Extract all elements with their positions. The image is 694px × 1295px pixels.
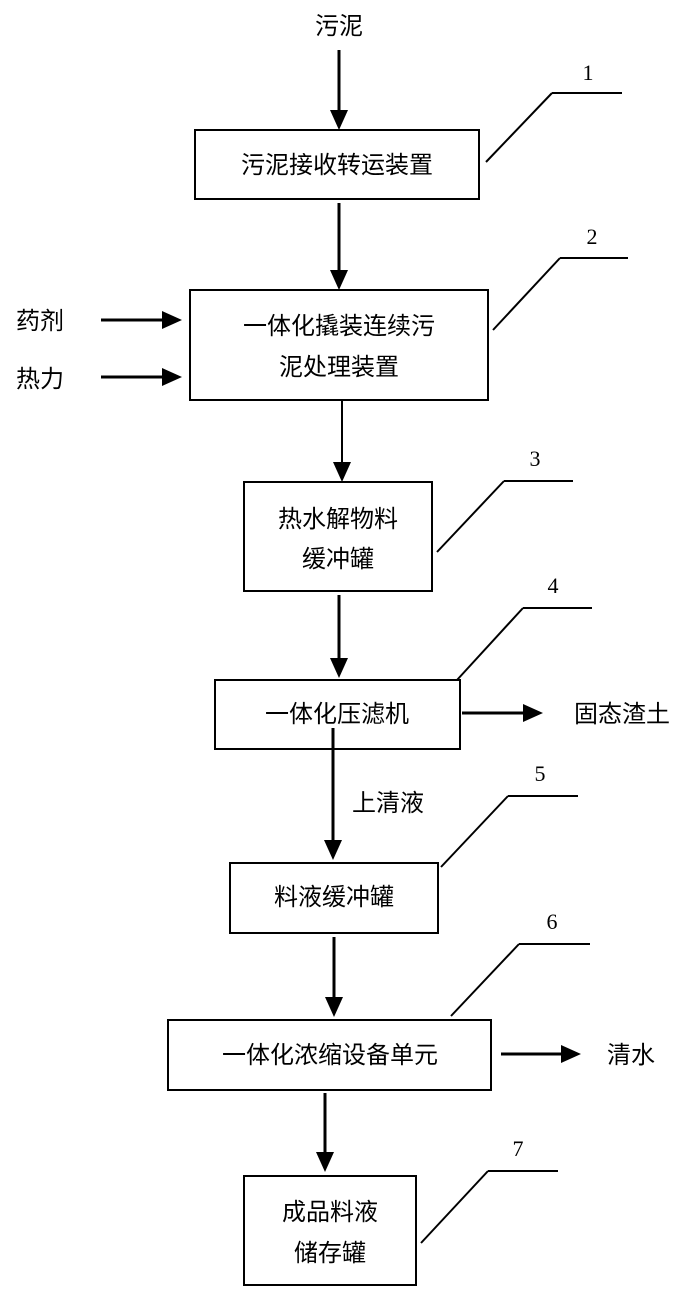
output-clean-water-label: 清水 <box>607 1041 655 1069</box>
step-1-node: 污泥接收转运装置 <box>194 129 480 200</box>
edge-label-supernatant: 上清液 <box>352 789 424 817</box>
arrow-step1-to-step2 <box>330 203 348 290</box>
step-1-leader <box>485 92 622 163</box>
step-3-label-line1: 热水解物料 <box>278 505 398 533</box>
step-5-number: 5 <box>535 761 546 786</box>
arrow-step3-to-step4 <box>330 595 348 678</box>
step-5-box <box>229 862 439 934</box>
side-input-chemicals-label: 药剂 <box>16 307 64 335</box>
step-6-label: 一体化浓缩设备单元 <box>222 1041 438 1069</box>
step-6-box <box>167 1019 492 1091</box>
step-6-leader <box>450 943 590 1017</box>
step-4-label: 一体化压滤机 <box>265 700 409 728</box>
arrow-step6-to-clean-water <box>501 1045 581 1063</box>
step-3-leader <box>436 480 573 553</box>
step-4-number: 4 <box>548 573 559 598</box>
arrow-step6-to-step7 <box>316 1093 334 1172</box>
arrow-sludge-to-step1 <box>330 50 348 130</box>
step-6-number: 6 <box>547 909 558 934</box>
step-3-node: 热水解物料 缓冲罐 <box>243 481 433 592</box>
step-2-label-line1: 一体化撬装连续污 <box>243 312 435 340</box>
step-5-node: 料液缓冲罐 <box>229 862 439 934</box>
step-4-leader <box>456 607 592 681</box>
step-7-label-line2: 储存罐 <box>294 1239 366 1267</box>
step-3-number: 3 <box>530 446 541 471</box>
arrow-step5-to-step6 <box>325 937 343 1017</box>
step-1-number: 1 <box>583 60 594 85</box>
step-7-number: 7 <box>513 1136 524 1161</box>
input-label-sludge: 污泥 <box>315 12 363 40</box>
step-5-label: 料液缓冲罐 <box>274 883 394 911</box>
arrow-step4-to-step5 <box>324 728 342 860</box>
arrow-step2-to-step3 <box>333 400 351 482</box>
step-2-box <box>189 289 489 401</box>
step-5-leader <box>440 795 578 868</box>
step-3-label-line2: 缓冲罐 <box>302 545 374 573</box>
arrow-chemicals-to-step2 <box>101 311 182 329</box>
step-1-label: 污泥接收转运装置 <box>241 151 433 179</box>
step-4-node: 一体化压滤机 <box>214 679 461 750</box>
step-1-box <box>194 129 480 200</box>
step-7-leader <box>420 1170 558 1244</box>
step-3-box <box>243 481 433 592</box>
step-7-box <box>243 1175 417 1286</box>
step-4-box <box>214 679 461 750</box>
step-2-number: 2 <box>587 224 598 249</box>
step-2-node: 一体化撬装连续污 泥处理装置 <box>189 289 489 401</box>
side-input-heat-label: 热力 <box>16 365 64 393</box>
output-solid-residue-label: 固态渣土 <box>574 700 670 728</box>
arrow-heat-to-step2 <box>101 368 182 386</box>
step-7-label-line1: 成品料液 <box>282 1198 378 1226</box>
arrow-step4-to-solid-residue <box>462 704 543 722</box>
step-7-node: 成品料液 储存罐 <box>243 1175 417 1286</box>
step-2-label-line2: 泥处理装置 <box>279 353 399 381</box>
step-6-node: 一体化浓缩设备单元 <box>167 1019 492 1091</box>
step-2-leader <box>492 257 628 331</box>
